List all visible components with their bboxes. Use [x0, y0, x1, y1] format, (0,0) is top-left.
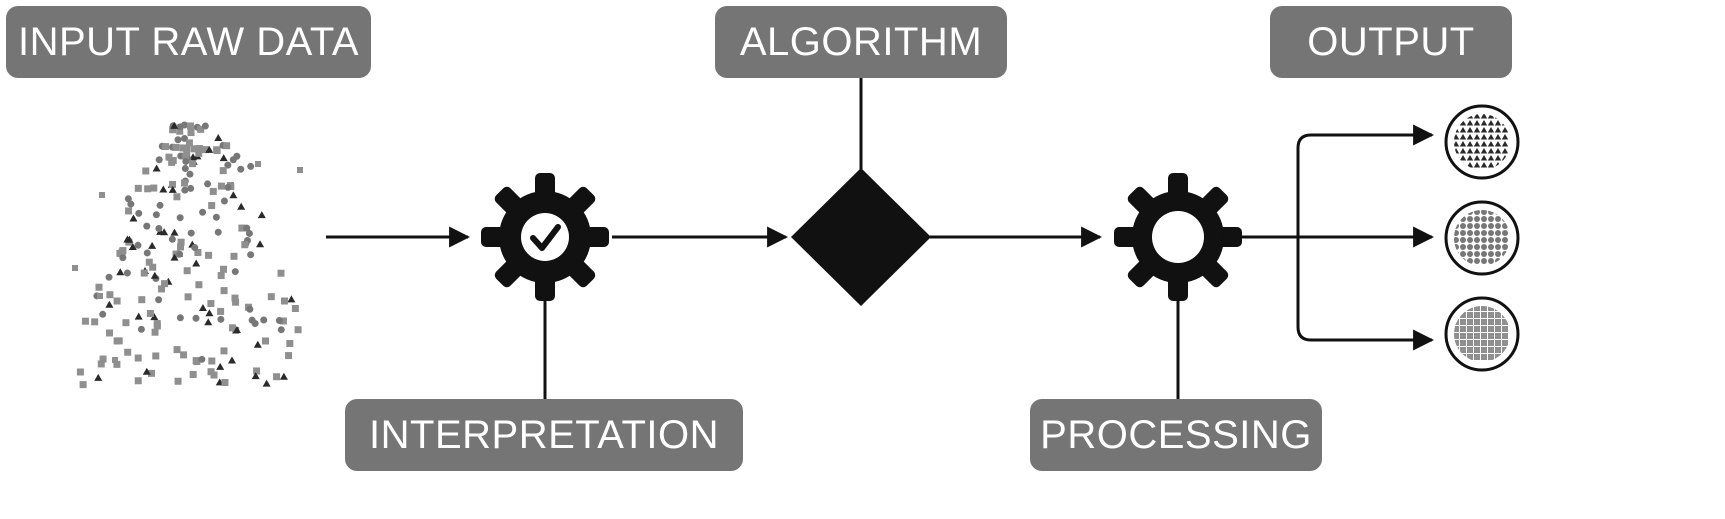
branch-top	[1296, 124, 1435, 237]
interpretation-label: INTERPRETATION	[345, 399, 743, 471]
check-icon	[530, 224, 561, 251]
raw-data-scatter	[72, 121, 303, 389]
processing-gear-icon	[1114, 173, 1242, 301]
output-squares-icon	[1444, 296, 1520, 372]
output-triangles-icon	[1444, 104, 1520, 180]
algorithm-label: ALGORITHM	[715, 6, 1007, 78]
output-label: OUTPUT	[1270, 6, 1512, 78]
branch-bottom	[1296, 237, 1435, 351]
input-raw-data-label: INPUT RAW DATA	[6, 6, 371, 78]
algorithm-diamond-icon	[791, 168, 931, 306]
output-circles-icon	[1444, 200, 1520, 276]
processing-label: PROCESSING	[1030, 399, 1322, 471]
interpretation-gear-icon	[481, 173, 609, 301]
